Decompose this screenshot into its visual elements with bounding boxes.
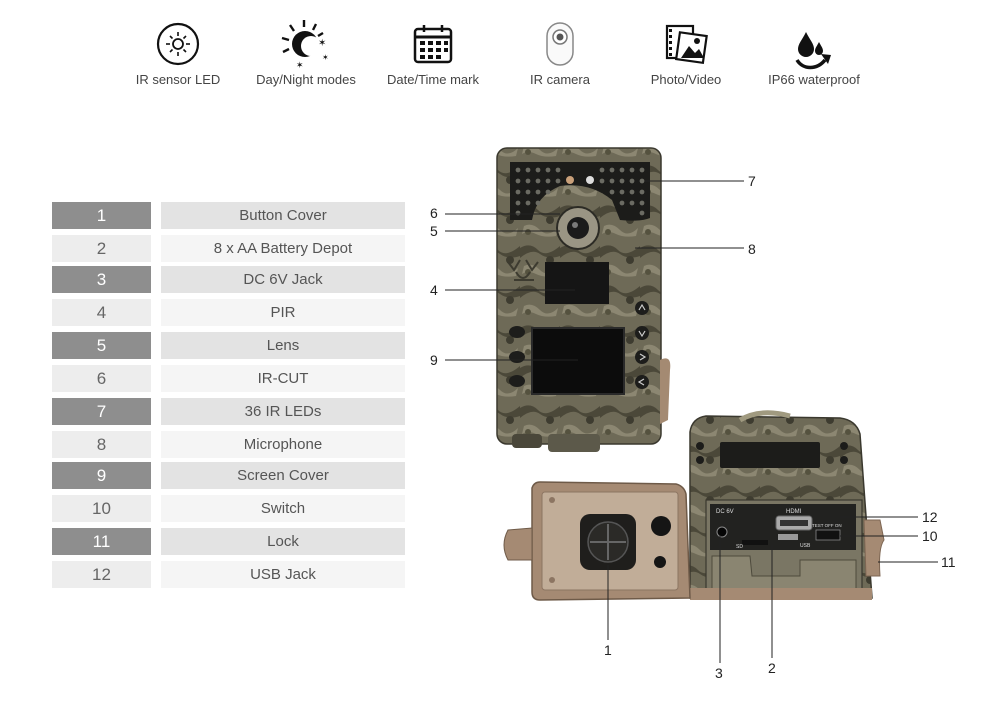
feature-ir-camera: IR camera <box>495 22 625 87</box>
part-number: 5 <box>52 332 151 359</box>
camera-back: DC 6V HDMI SD USB TEST OFF ON <box>689 410 885 600</box>
callout-10: 10 <box>922 528 938 544</box>
callout-1: 1 <box>604 642 612 658</box>
side-latch <box>660 358 671 424</box>
feature-date-time: Date/Time mark <box>368 22 498 87</box>
feature-label: Photo/Video <box>650 72 722 87</box>
feature-label: Date/Time mark <box>387 72 479 87</box>
part-name: IR-CUT <box>161 365 405 392</box>
table-row: 3 DC 6V Jack <box>52 266 405 293</box>
callout-4: 4 <box>430 282 438 298</box>
callout-7: 7 <box>748 173 756 189</box>
table-row: 1 Button Cover <box>52 202 405 229</box>
table-row: 9 Screen Cover <box>52 462 405 489</box>
part-name: Switch <box>161 495 405 522</box>
table-row: 6 IR-CUT <box>52 365 405 392</box>
svg-text:✶: ✶ <box>296 60 304 70</box>
table-row: 4 PIR <box>52 299 405 326</box>
feature-label: IR camera <box>530 72 590 87</box>
table-row: 11 Lock <box>52 528 405 555</box>
feature-day-night: ✶ ✶ ✶ Day/Night modes <box>241 20 371 87</box>
part-name: Screen Cover <box>161 462 405 489</box>
table-row: 5 Lens <box>52 332 405 359</box>
part-number: 7 <box>52 398 151 425</box>
part-name: USB Jack <box>161 561 405 588</box>
part-name: 36 IR LEDs <box>161 398 405 425</box>
callout-9: 9 <box>430 352 438 368</box>
part-name: Lock <box>161 528 405 555</box>
svg-text:✶: ✶ <box>322 53 329 62</box>
calendar-icon <box>413 25 453 64</box>
part-name: Microphone <box>161 431 405 458</box>
feature-label: IR sensor LED <box>135 72 221 87</box>
callout-lines <box>445 180 938 663</box>
usb-port <box>778 534 798 540</box>
menu-buttons <box>509 326 525 387</box>
part-name: Lens <box>161 332 405 359</box>
usb-label: USB <box>800 543 811 549</box>
callout-12: 12 <box>922 509 938 525</box>
svg-text:✶: ✶ <box>318 38 326 49</box>
button-cover <box>503 481 691 601</box>
part-name: DC 6V Jack <box>161 266 405 293</box>
arrow-buttons <box>635 301 649 389</box>
callout-11: 11 <box>941 554 956 570</box>
sd-label: SD <box>736 544 743 550</box>
callout-5: 5 <box>430 223 438 239</box>
table-row: 12 USB Jack <box>52 561 405 588</box>
callout-6: 6 <box>430 205 438 221</box>
feature-waterproof: IP66 waterproof <box>749 22 879 87</box>
mode-switch <box>815 529 841 541</box>
part-name: PIR <box>161 299 405 326</box>
callout-8: 8 <box>748 241 756 257</box>
part-number: 4 <box>52 299 151 326</box>
camera-icon <box>546 22 574 66</box>
part-number: 6 <box>52 365 151 392</box>
table-row: 2 8 x AA Battery Depot <box>52 235 405 262</box>
table-row: 8 Microphone <box>52 431 405 458</box>
part-number: 12 <box>52 561 151 588</box>
screen-cover <box>531 327 625 395</box>
part-number: 2 <box>52 235 151 262</box>
ir-led-panel <box>510 162 650 221</box>
part-number: 1 <box>52 202 151 229</box>
ir-sensor-icon <box>156 22 200 66</box>
part-number: 10 <box>52 495 151 522</box>
hdmi-label: HDMI <box>786 509 802 515</box>
camera-front <box>496 147 671 452</box>
dc-label: DC 6V <box>716 509 734 515</box>
callout-2: 2 <box>768 660 776 676</box>
table-row: 10 Switch <box>52 495 405 522</box>
switch-label: TEST OFF ON <box>812 523 842 528</box>
part-name: Button Cover <box>161 202 405 229</box>
table-row: 7 36 IR LEDs <box>52 398 405 425</box>
part-number: 11 <box>52 528 151 555</box>
day-night-icon: ✶ ✶ ✶ <box>281 20 329 70</box>
dc-jack <box>716 526 728 538</box>
part-number: 9 <box>52 462 151 489</box>
photo-video-icon <box>665 24 708 65</box>
waterproof-icon <box>795 32 831 70</box>
callout-3: 3 <box>715 665 723 681</box>
lock <box>863 519 885 577</box>
feature-label: IP66 waterproof <box>768 72 860 87</box>
feature-photo-video: Photo/Video <box>621 22 751 87</box>
feature-ir-sensor: IR sensor LED <box>113 22 243 87</box>
lens <box>567 217 589 239</box>
pir-window <box>545 262 609 304</box>
sd-slot <box>742 540 768 545</box>
feature-label: Day/Night modes <box>256 72 356 87</box>
part-number: 3 <box>52 266 151 293</box>
part-number: 8 <box>52 431 151 458</box>
part-name: 8 x AA Battery Depot <box>161 235 405 262</box>
